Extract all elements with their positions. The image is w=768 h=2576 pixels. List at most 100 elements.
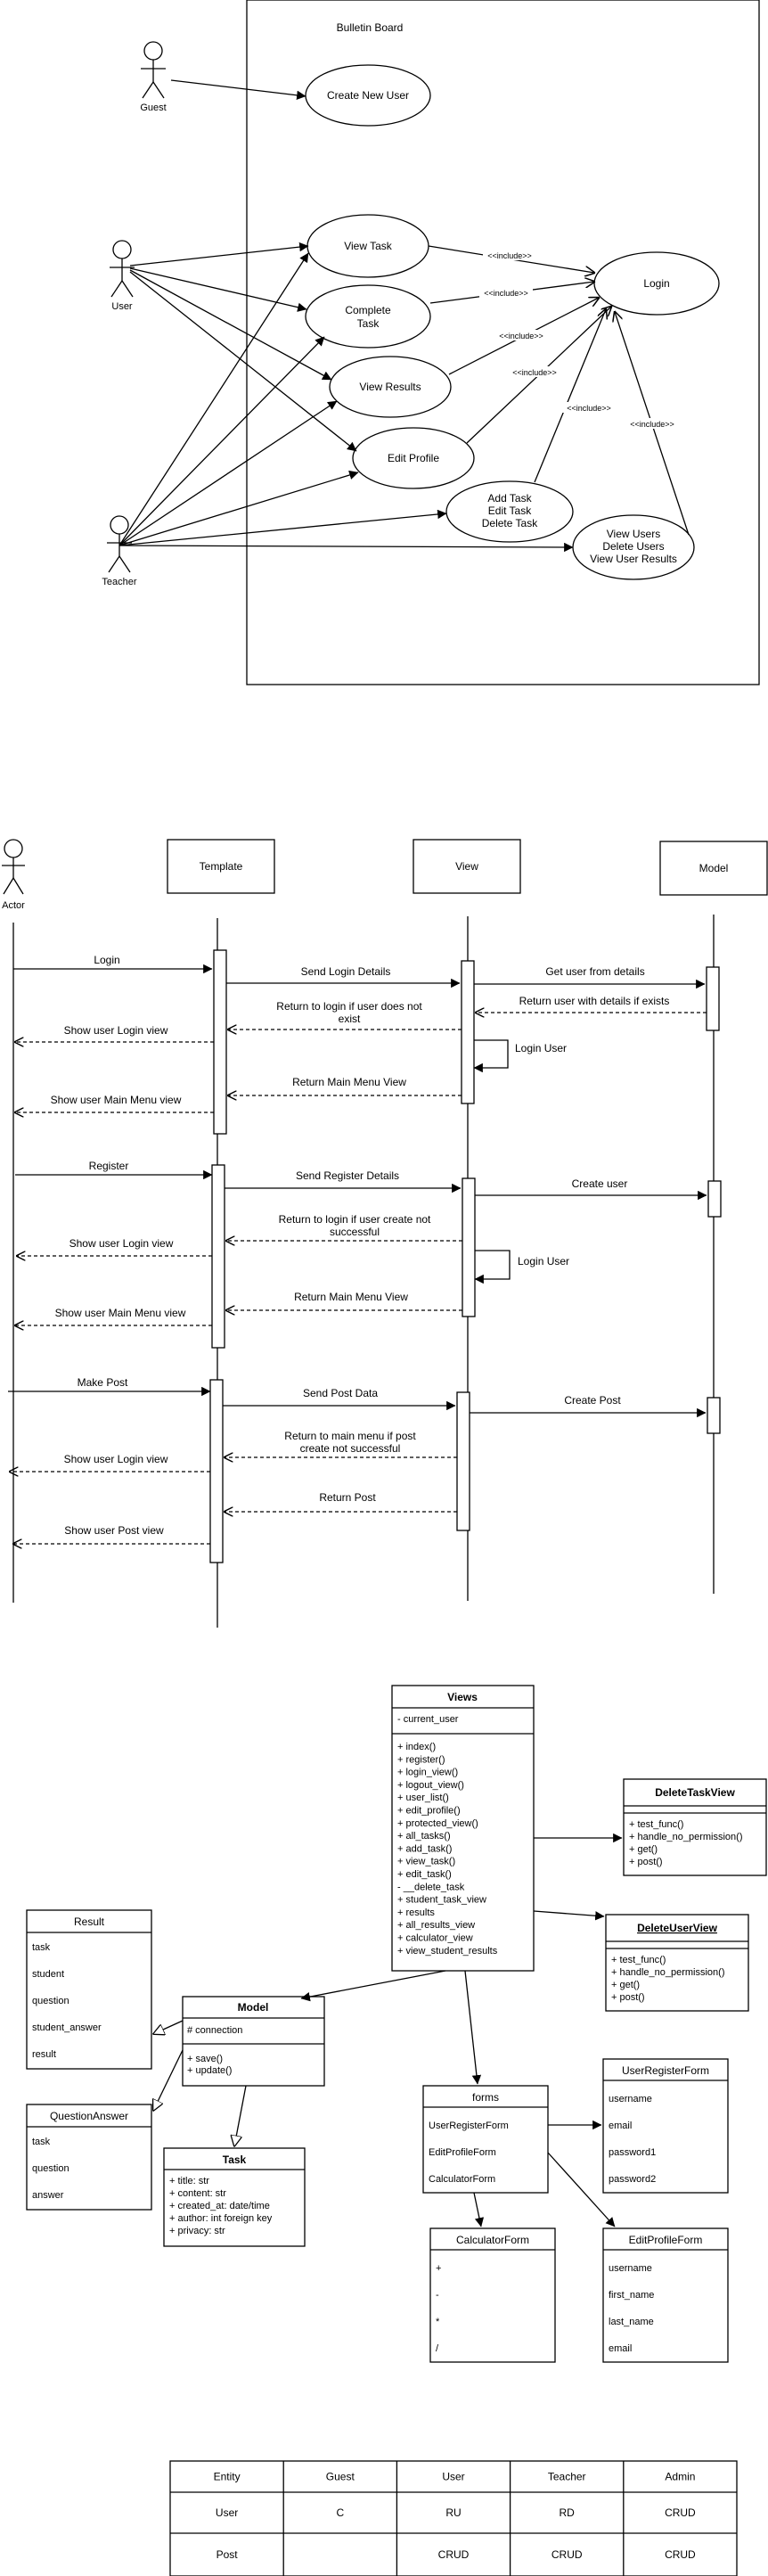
msg-return-to-login-2-label-a: Return to login if user create not: [279, 1213, 431, 1226]
class-result-name: Result: [74, 1916, 105, 1928]
class-views-methods: + index()+ register()+ login_view()+ log…: [397, 1742, 498, 1957]
class-model-name: Model: [238, 2001, 269, 2014]
class-views-method-3: + logout_view(): [397, 1780, 464, 1791]
class-views-method-4: + user_list(): [397, 1793, 449, 1803]
lifeline-template-box: [167, 839, 275, 894]
table-cell: CRUD: [665, 2548, 696, 2561]
class-task-attr-2: + created_at: date/time: [169, 2201, 270, 2211]
usecase-add-task-label: Add Task: [487, 492, 532, 505]
activation-model-2: [707, 1180, 722, 1218]
assoc-user-complete-task: [129, 267, 307, 312]
class-model-attr: # connection: [187, 2025, 242, 2036]
assoc-teacher-view-task: [118, 252, 309, 546]
msg-return-main-menu-post-label-b: create not successful: [300, 1442, 401, 1455]
class-task-name: Task: [223, 2154, 247, 2166]
msg-show-post-view-label: Show user Post view: [64, 1524, 164, 1537]
actor-user: User: [110, 240, 135, 312]
class-delete-task-view-method-1: + handle_no_permission(): [629, 1832, 743, 1842]
usecase-complete-task-label-1: Complete: [345, 304, 391, 316]
table-cell: RU: [445, 2506, 461, 2519]
msg-return-to-login-2-label-b: successful: [330, 1226, 380, 1238]
usecase-login-label: Login: [643, 277, 669, 290]
table-cell: Post: [217, 2548, 239, 2561]
rel-views-model: [300, 1970, 446, 2002]
assoc-teacher-complete-task: [118, 336, 325, 546]
usecase-view-results: [329, 356, 452, 418]
self-loop-login-user-2: [474, 1250, 511, 1284]
msg-show-login-view-2-label: Show user Login view: [69, 1237, 174, 1250]
msg-return-main-menu-2-label: Return Main Menu View: [294, 1291, 408, 1303]
class-user-register-form-field-0: username: [609, 2094, 652, 2104]
sequence-diagram: Actor Template View Model Login Send Log…: [2, 839, 768, 1628]
include-label-3: <<include>>: [499, 332, 543, 340]
class-result-field-0: task: [32, 1942, 51, 1953]
system-boundary: [246, 0, 760, 685]
usecase-complete-task: [305, 284, 431, 349]
class-edit-profile-form-field-0: username: [609, 2263, 652, 2274]
msg-send-post-data-label: Send Post Data: [303, 1387, 378, 1399]
class-delete-user-view-methods: + test_func()+ handle_no_permission()+ g…: [611, 1955, 725, 2003]
activation-template-1: [213, 949, 227, 1135]
rel-model-result: [153, 2020, 184, 2034]
class-edit-profile-form-name: EditProfileForm: [629, 2234, 703, 2246]
msg-send-register-details-label: Send Register Details: [296, 1169, 399, 1182]
msg-login-label: Login: [94, 954, 119, 966]
class-forms-fields: UserRegisterFormEditProfileFormCalculato…: [429, 2121, 509, 2185]
msg-return-to-login-1-label-b: exist: [339, 1013, 361, 1025]
class-views-method-9: + view_task(): [397, 1857, 455, 1867]
table-cell: RD: [560, 2506, 576, 2519]
class-views-attr: - current_user: [397, 1714, 459, 1725]
class-result-field-3: student_answer: [32, 2022, 102, 2033]
actor-teacher-label: Teacher: [102, 577, 136, 587]
class-views-method-14: + all_results_view: [397, 1920, 475, 1931]
class-views-method-11: - __delete_task: [397, 1882, 465, 1892]
class-views-method-2: + login_view(): [397, 1768, 458, 1778]
class-delete-user-view-method-1: + handle_no_permission(): [611, 1967, 725, 1978]
usecase-view-users-label: View Users: [607, 528, 660, 540]
lifeline-model-box: [659, 841, 768, 896]
class-delete-task-view-methods: + test_func()+ handle_no_permission()+ g…: [629, 1819, 743, 1867]
table-header-cell: Teacher: [548, 2471, 586, 2483]
class-model-method-save: + save(): [187, 2054, 223, 2064]
include-label-2: <<include>>: [484, 289, 528, 298]
assoc-user-view-task: [129, 242, 309, 267]
class-edit-profile-form-field-3: email: [609, 2343, 632, 2354]
class-result-field-4: result: [32, 2049, 56, 2060]
class-result: Result taskstudentquestionstudent_answer…: [26, 1909, 152, 2070]
class-views-method-5: + edit_profile(): [397, 1806, 461, 1817]
class-question-answer-field-2: answer: [32, 2190, 64, 2201]
class-edit-profile-form: EditProfileForm usernamefirst_namelast_n…: [602, 2227, 729, 2363]
table-cell: CRUD: [551, 2548, 583, 2561]
activation-model-3: [707, 1397, 721, 1434]
class-views-method-10: + edit_task(): [397, 1869, 452, 1880]
class-task-attr-3: + author: int foreign key: [169, 2213, 273, 2224]
class-forms-field-2: CalculatorForm: [429, 2174, 495, 2185]
msg-show-login-view-1-label: Show user Login view: [64, 1024, 168, 1037]
system-title: Bulletin Board: [337, 21, 404, 34]
table-header-cell: Guest: [326, 2471, 355, 2483]
class-calculator-form-field-0: +: [436, 2263, 441, 2274]
table-header-cell: User: [442, 2471, 464, 2483]
include-label-5: <<include>>: [567, 404, 611, 413]
activation-template-3: [209, 1379, 224, 1563]
class-question-answer-name: QuestionAnswer: [50, 2110, 128, 2122]
class-user-register-form-field-2: password1: [609, 2147, 656, 2158]
class-model-method-update: + update(): [187, 2065, 232, 2076]
class-user-register-form: UserRegisterForm usernameemailpassword1p…: [602, 2058, 729, 2194]
class-delete-user-view-name: DeleteUserView: [637, 1922, 717, 1934]
class-user-register-form-field-1: email: [609, 2121, 632, 2131]
msg-get-user-label: Get user from details: [545, 965, 644, 978]
class-views-method-1: + register(): [397, 1754, 445, 1765]
class-views-method-8: + add_task(): [397, 1843, 452, 1854]
msg-register-label: Register: [89, 1160, 129, 1172]
class-edit-profile-form-field-1: first_name: [609, 2290, 654, 2301]
include-label-4: <<include>>: [512, 368, 557, 377]
msg-return-main-menu-1-label: Return Main Menu View: [292, 1076, 406, 1088]
rel-forms-calculator-form: [473, 2192, 485, 2227]
class-delete-task-view-method-2: + get(): [629, 1844, 658, 1855]
assoc-user-edit-profile: [129, 271, 357, 452]
activation-view-3: [456, 1391, 470, 1531]
